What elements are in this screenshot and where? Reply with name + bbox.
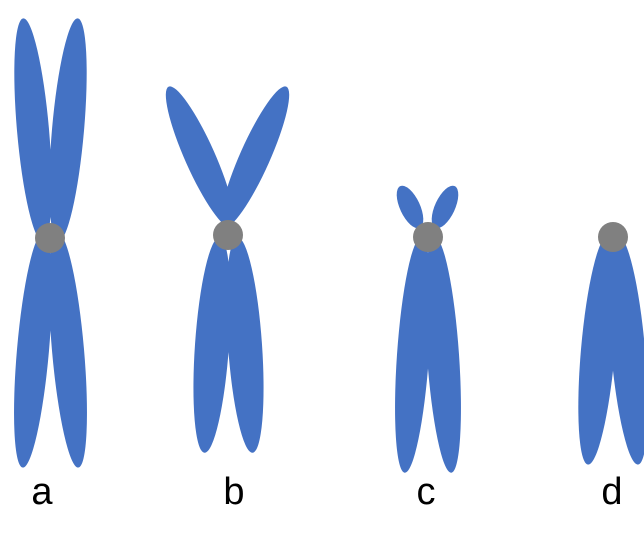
chromosome-a-short-arms: [7, 17, 93, 243]
chromosome-a-label: a: [22, 470, 62, 514]
chromosome-arm: [210, 81, 300, 234]
chromosome-b-centromere: [213, 220, 243, 250]
chromosome-d-label: d: [592, 470, 632, 514]
chromosome-arm: [42, 17, 93, 243]
chromosome-c: [389, 182, 467, 474]
chromosome-d-centromere: [598, 222, 628, 252]
chromosome-c-long-arms: [389, 236, 467, 474]
chromosome-b-label: b: [214, 470, 254, 514]
chromosome-arm: [42, 231, 94, 469]
chromosome-b: [155, 81, 300, 454]
chromosome-d-long-arms: [571, 234, 644, 466]
chromosome-c-centromere: [413, 222, 443, 252]
chromosome-b-long-arms: [188, 236, 270, 454]
chromosome-a: [7, 17, 94, 469]
chromosome-d: [571, 222, 644, 466]
chromosome-b-short-arms: [155, 81, 300, 234]
chromosome-c-label: c: [406, 470, 446, 514]
chromosome-a-centromere: [35, 223, 65, 253]
chromosome-a-long-arms: [7, 231, 94, 469]
